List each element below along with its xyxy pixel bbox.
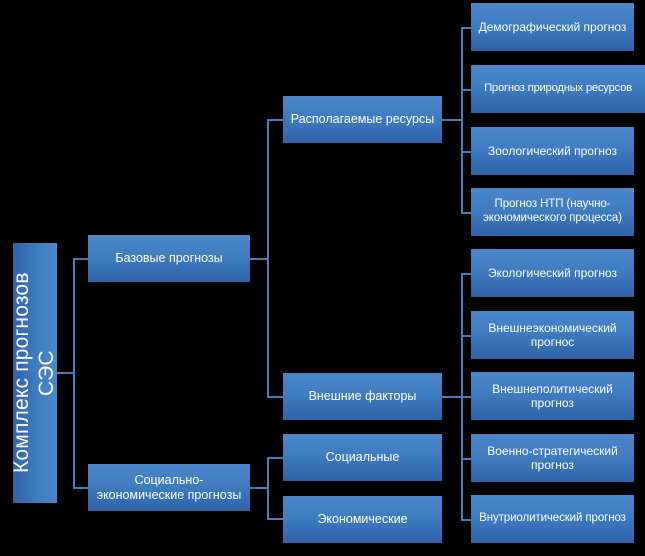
connector-socioeconomic-to-economic — [267, 518, 284, 520]
node-social[interactable]: Социальные — [283, 434, 442, 481]
connector-resources-to-leaf-3 — [461, 151, 472, 153]
connector-root-to-socioeconomic — [73, 487, 89, 489]
connector-resources-to-leaf-4 — [461, 212, 472, 214]
connector-external-to-leaf-4 — [461, 458, 472, 460]
node-foreign-economic-forecast[interactable]: Внешнеэкономический прогнос — [471, 311, 634, 359]
node-ecological-forecast[interactable]: Экологический прогноз — [471, 249, 634, 297]
connector-base-trunk — [267, 119, 269, 397]
node-base-forecasts[interactable]: Базовые прогнозы — [88, 235, 250, 282]
connector-external-to-leaf-3 — [461, 396, 472, 398]
connector-resources-to-leaf-2 — [461, 89, 472, 91]
node-natural-resources-forecast[interactable]: Прогноз природных ресурсов — [471, 65, 645, 113]
node-military-strategic-forecast[interactable]: Военно-стратегический прогноз — [471, 434, 634, 482]
connector-external-to-leaf-2 — [461, 335, 472, 337]
connector-root-trunk — [73, 258, 75, 488]
connector-external-to-leaf-1 — [461, 273, 472, 275]
connector-external-stem — [442, 396, 463, 398]
connector-external-to-leaf-5 — [461, 519, 472, 521]
node-socioeconomic-forecasts[interactable]: Социально-экономические прогнозы — [88, 464, 250, 511]
node-root[interactable]: Комплекс прогнозов СЭС — [13, 243, 57, 503]
connector-base-to-external — [267, 396, 284, 398]
connector-base-stem — [250, 258, 269, 260]
connector-resources-stem — [442, 119, 463, 121]
connector-socioeconomic-trunk — [267, 457, 269, 519]
connector-socioeconomic-stem — [250, 487, 269, 489]
node-economic[interactable]: Экономические — [283, 496, 442, 543]
node-domestic-policy-forecast[interactable]: Внутриолитический прогноз — [471, 495, 634, 543]
connector-resources-to-leaf-1 — [461, 27, 472, 29]
node-foreign-policy-forecast[interactable]: Внешнеполитический прогноз — [471, 372, 634, 420]
connector-socioeconomic-to-social — [267, 457, 284, 459]
connector-root-to-base — [73, 258, 89, 260]
node-demographic-forecast[interactable]: Демографический прогноз — [471, 3, 634, 51]
node-available-resources[interactable]: Располагаемые ресурсы — [283, 96, 442, 143]
connector-root-stem — [57, 372, 75, 374]
connector-resources-trunk — [461, 27, 463, 213]
node-ntp-forecast[interactable]: Прогноз НТП (научно-экономического проце… — [471, 188, 634, 236]
connector-base-to-resources — [267, 119, 284, 121]
node-external-factors[interactable]: Внешние факторы — [283, 373, 442, 420]
node-zoological-forecast[interactable]: Зоологический прогноз — [471, 127, 634, 175]
